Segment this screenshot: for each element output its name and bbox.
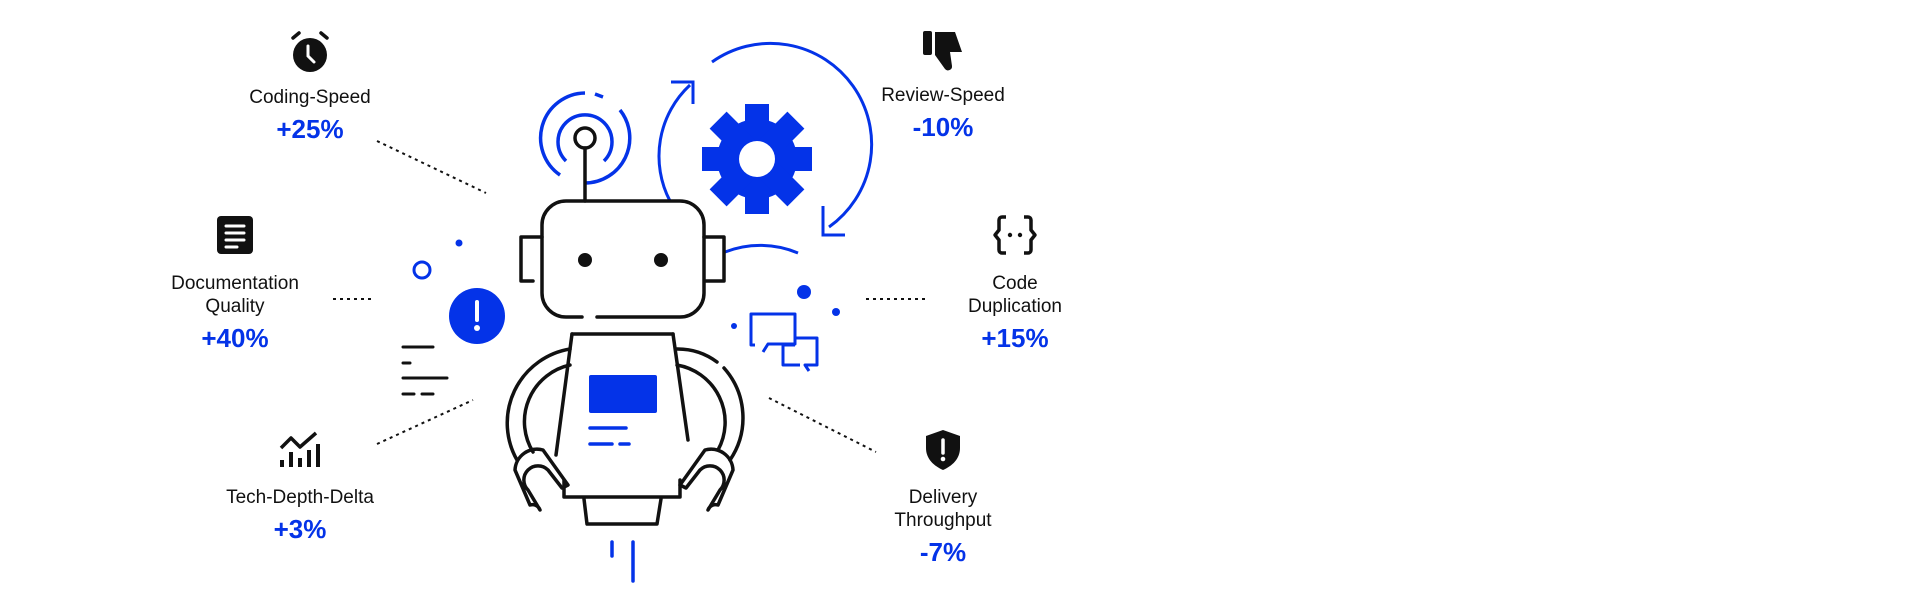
gear-icon bbox=[702, 104, 812, 214]
code-braces-icon bbox=[993, 215, 1037, 255]
document-icon bbox=[217, 216, 253, 254]
metric-tech-depth-delta: Tech-Depth-Delta +3% bbox=[170, 430, 430, 545]
robot-eyes bbox=[578, 253, 668, 267]
metric-label: Duplication bbox=[968, 296, 1062, 317]
metric-review-speed: Review-Speed -10% bbox=[813, 28, 1073, 143]
thumbs-down-icon bbox=[923, 31, 962, 71]
metric-code-duplication: Code Duplication +15% bbox=[885, 214, 1145, 354]
metric-delivery-throughput: Delivery Throughput -7% bbox=[813, 428, 1073, 568]
metric-value: +40% bbox=[201, 323, 269, 353]
metric-label: Code bbox=[992, 273, 1038, 294]
alert-icon bbox=[449, 288, 505, 344]
metric-label: Review-Speed bbox=[881, 85, 1005, 106]
metric-label: Delivery bbox=[908, 487, 978, 508]
signal-waves-icon bbox=[538, 91, 632, 185]
chat-bubbles-icon bbox=[749, 312, 819, 372]
metric-coding-speed: Coding-Speed +25% bbox=[180, 30, 440, 145]
metric-value: +25% bbox=[276, 114, 344, 144]
dot-decoration bbox=[455, 239, 463, 247]
metric-value: +3% bbox=[273, 514, 327, 544]
alarm-clock-icon bbox=[291, 31, 329, 72]
robot bbox=[505, 126, 745, 526]
metric-documentation-quality: Documentation Quality +40% bbox=[105, 214, 365, 354]
metric-label: Throughput bbox=[894, 510, 992, 531]
metric-value: -7% bbox=[919, 537, 967, 567]
chart-trend-icon bbox=[279, 431, 320, 467]
robot-screen bbox=[589, 375, 657, 413]
dot-decoration bbox=[731, 323, 737, 329]
metric-label: Tech-Depth-Delta bbox=[226, 487, 374, 508]
text-lines-icon bbox=[401, 345, 449, 396]
ring-decoration bbox=[412, 260, 432, 280]
connector-lines bbox=[333, 140, 927, 453]
shield-alert-icon bbox=[926, 430, 960, 470]
metric-value: +15% bbox=[981, 323, 1049, 353]
dot-decoration bbox=[797, 285, 811, 299]
metric-label: Coding-Speed bbox=[249, 87, 371, 108]
dot-decoration bbox=[832, 308, 840, 316]
metric-label: Documentation bbox=[171, 273, 299, 294]
metric-value: -10% bbox=[912, 112, 974, 142]
metric-label: Quality bbox=[205, 296, 265, 317]
refresh-arrow-icon bbox=[657, 41, 874, 255]
